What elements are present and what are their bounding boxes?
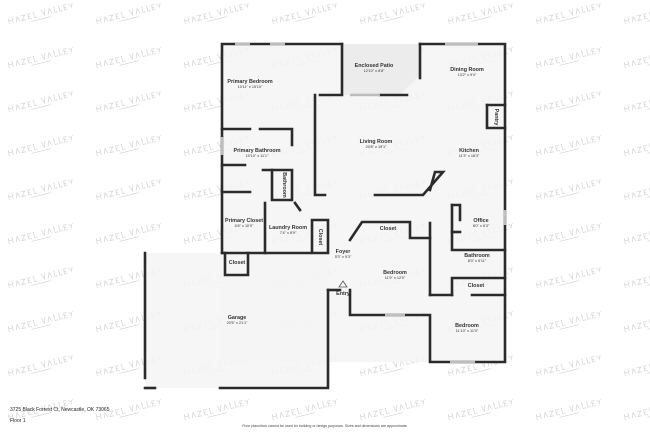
watermark-logo bbox=[7, 90, 73, 112]
watermark-logo bbox=[623, 266, 650, 288]
room-small-bathroom: Bathroom bbox=[281, 172, 287, 198]
watermark-logo bbox=[623, 398, 650, 420]
entry-label: Entry bbox=[336, 291, 350, 297]
watermark-logo bbox=[623, 310, 650, 332]
watermark-logo bbox=[535, 178, 601, 200]
disclaimer: Floor plans/tour cannot be used for buil… bbox=[242, 424, 408, 428]
watermark-logo bbox=[623, 222, 650, 244]
watermark-logo bbox=[95, 178, 161, 200]
watermark-logo bbox=[271, 2, 337, 24]
room-hall-closet: Closet bbox=[317, 228, 323, 246]
watermark-logo bbox=[95, 90, 161, 112]
watermark-logo bbox=[623, 90, 650, 112]
floor-label: Floor 1 bbox=[10, 418, 26, 424]
watermark-logo bbox=[95, 46, 161, 68]
watermark-logo bbox=[7, 266, 73, 288]
watermark-logo bbox=[7, 134, 73, 156]
watermark-logo bbox=[95, 134, 161, 156]
watermark-logo bbox=[7, 354, 73, 376]
watermark-logo bbox=[623, 178, 650, 200]
room-closet-right: Closet bbox=[467, 283, 485, 289]
watermark-logo bbox=[183, 398, 249, 420]
watermark-logo bbox=[535, 266, 601, 288]
watermark-logo bbox=[359, 2, 425, 24]
address: 3725 Black Forrest Ct, Newcastle, OK 730… bbox=[10, 407, 110, 413]
watermark-logo bbox=[7, 310, 73, 332]
watermark-logo bbox=[535, 90, 601, 112]
watermark-logo bbox=[7, 178, 73, 200]
watermark-logo bbox=[623, 134, 650, 156]
watermark-logo bbox=[7, 46, 73, 68]
watermark-logo bbox=[183, 2, 249, 24]
watermark-logo bbox=[623, 2, 650, 24]
watermark-logo bbox=[623, 46, 650, 68]
watermark-logo bbox=[535, 354, 601, 376]
watermark-logo bbox=[95, 398, 161, 420]
watermark-logo bbox=[359, 398, 425, 420]
watermark-logo bbox=[535, 398, 601, 420]
room-pantry: Pantry bbox=[493, 108, 499, 126]
watermark-logo bbox=[271, 398, 337, 420]
watermark-logo bbox=[535, 2, 601, 24]
watermark-logo bbox=[535, 222, 601, 244]
room-garage-closet: Closet bbox=[228, 260, 246, 266]
watermark-logo bbox=[95, 222, 161, 244]
watermark-logo bbox=[7, 398, 73, 420]
watermark-logo bbox=[535, 134, 601, 156]
watermark-logo bbox=[7, 2, 73, 24]
watermark-logo bbox=[535, 310, 601, 332]
watermark-logo bbox=[7, 222, 73, 244]
room-bedroom-closet: Closet bbox=[379, 226, 397, 232]
watermark-logo bbox=[447, 398, 513, 420]
watermark-logo bbox=[623, 354, 650, 376]
watermark-logo bbox=[535, 46, 601, 68]
watermark-logo bbox=[447, 2, 513, 24]
watermark-logo bbox=[95, 2, 161, 24]
